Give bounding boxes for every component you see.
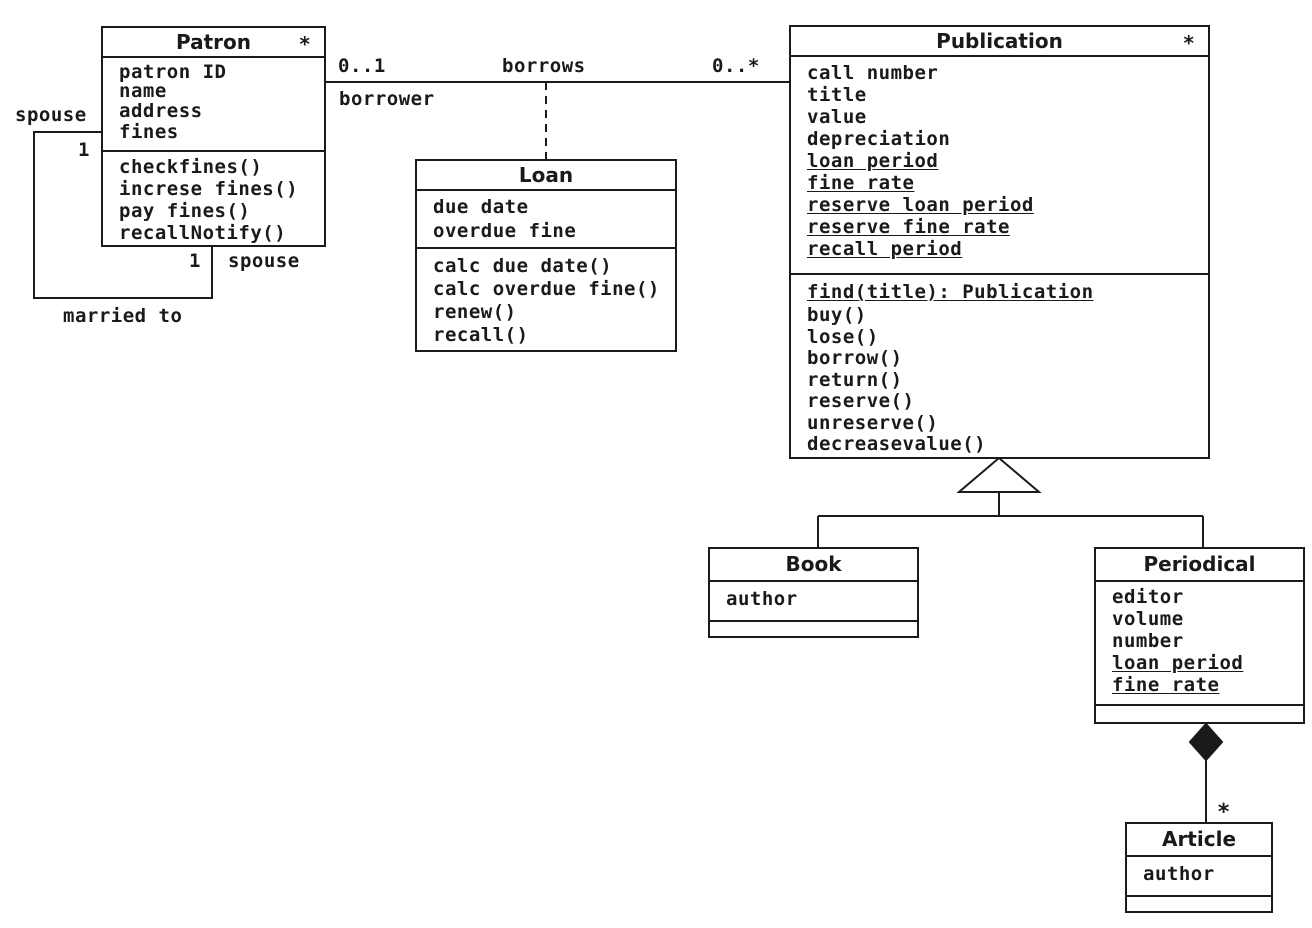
borrows-association-name: borrows	[502, 55, 586, 77]
patron-multiplicity: *	[299, 32, 310, 56]
patron-attribute: name	[119, 80, 167, 102]
patron-attribute: address	[119, 100, 203, 122]
periodical-attribute: number	[1112, 630, 1184, 652]
publication-attribute: title	[807, 84, 867, 106]
loan-class-name: Loan	[518, 163, 574, 187]
book-class: Book author	[708, 547, 919, 638]
periodical-class-name: Periodical	[1143, 552, 1256, 576]
publication-multiplicity: *	[1183, 31, 1194, 55]
patron-class-header: Patron *	[103, 28, 324, 58]
periodical-operations	[1096, 704, 1303, 712]
patron-operation: checkfines()	[119, 156, 263, 178]
patron-class-name: Patron	[175, 30, 252, 54]
article-operations	[1127, 895, 1271, 903]
article-class: Article author	[1125, 822, 1273, 913]
spouse-multiplicity-left: 1	[78, 139, 90, 161]
article-attribute: author	[1143, 863, 1215, 885]
married-to-association-name: married to	[63, 305, 183, 327]
publication-static-attribute: fine rate	[807, 172, 915, 194]
publication-operation: reserve()	[807, 390, 915, 412]
loan-attribute: due date	[433, 196, 529, 218]
publication-operation: decreasevalue()	[807, 433, 987, 455]
patron-operation: recallNotify()	[119, 222, 287, 244]
patron-operations: checkfines() increse fines() pay fines()…	[103, 150, 324, 246]
publication-operation: buy()	[807, 304, 867, 326]
spouse-multiplicity-bottom: 1	[189, 250, 201, 272]
publication-attribute: value	[807, 106, 867, 128]
loan-operations: calc due date() calc overdue fine() rene…	[417, 247, 675, 349]
publication-class: Publication * call number title value de…	[789, 25, 1210, 459]
borrows-multiplicity-left: 0..1	[338, 55, 386, 77]
book-attribute: author	[726, 588, 798, 610]
publication-operation: borrow()	[807, 347, 903, 369]
patron-operation: pay fines()	[119, 200, 251, 222]
periodical-attribute: volume	[1112, 608, 1184, 630]
publication-attribute: call number	[807, 62, 939, 84]
article-class-header: Article	[1127, 824, 1271, 857]
borrower-role: borrower	[339, 88, 435, 110]
periodical-class: Periodical editor volume number loan per…	[1094, 547, 1305, 724]
loan-operation: renew()	[433, 301, 517, 323]
publication-attribute: depreciation	[807, 128, 951, 150]
patron-attribute: patron ID	[119, 61, 227, 83]
loan-operation: calc due date()	[433, 255, 613, 277]
generalization-triangle	[956, 456, 1042, 493]
publication-static-attribute: loan period	[807, 150, 939, 172]
periodical-static-attribute: fine rate	[1112, 674, 1220, 696]
loan-class-header: Loan	[417, 161, 675, 191]
loan-operation: recall()	[433, 324, 529, 346]
publication-operation: unreserve()	[807, 411, 939, 434]
patron-attributes: patron ID name address fines	[103, 58, 324, 150]
publication-attributes: call number title value depreciation loa…	[791, 57, 1208, 273]
spouse-role-left: spouse	[15, 104, 87, 126]
loan-attributes: due date overdue fine	[417, 191, 675, 247]
article-class-name: Article	[1161, 827, 1237, 851]
patron-operation: increse fines()	[119, 178, 299, 200]
composition-diamond	[1188, 722, 1224, 762]
publication-operation: return()	[807, 368, 903, 391]
loan-operation: calc overdue fine()	[433, 278, 660, 300]
loan-attribute: overdue fine	[433, 220, 577, 242]
publication-static-attribute: recall period	[807, 238, 963, 260]
periodical-attribute: editor	[1112, 586, 1184, 608]
publication-static-operation: find(title): Publication	[807, 281, 1094, 303]
publication-static-attribute: reserve loan period	[807, 194, 1034, 216]
article-multiplicity: *	[1217, 800, 1231, 825]
periodical-static-attribute: loan period	[1112, 652, 1244, 674]
publication-operations: find(title): Publication buy() lose() bo…	[791, 273, 1208, 458]
patron-attribute: fines	[119, 121, 179, 143]
periodical-attributes: editor volume number loan period fine ra…	[1096, 582, 1303, 704]
spouse-role-bottom: spouse	[228, 250, 300, 272]
publication-operation: lose()	[807, 325, 879, 348]
publication-class-name: Publication	[936, 29, 1063, 53]
borrows-multiplicity-right: 0..*	[712, 55, 760, 77]
loan-class: Loan due date overdue fine calc due date…	[415, 159, 677, 352]
periodical-class-header: Periodical	[1096, 549, 1303, 582]
book-operations	[710, 620, 917, 628]
patron-class: Patron * patron ID name address fines ch…	[101, 26, 326, 247]
book-class-name: Book	[785, 552, 842, 576]
publication-static-attribute: reserve fine rate	[807, 216, 1010, 238]
article-attributes: author	[1127, 857, 1271, 895]
publication-class-header: Publication *	[791, 27, 1208, 57]
book-class-header: Book	[710, 549, 917, 582]
book-attributes: author	[710, 582, 917, 620]
